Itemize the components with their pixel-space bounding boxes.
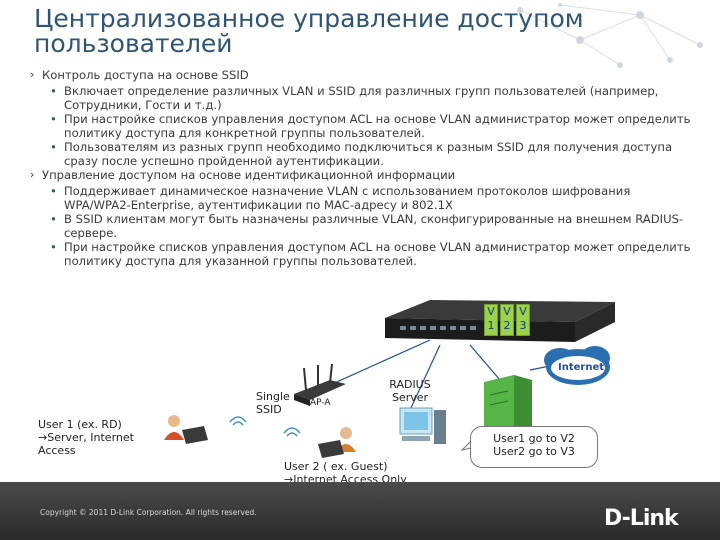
- server-icon: [484, 375, 532, 440]
- bullet-dot-icon: •: [50, 84, 57, 98]
- mapping-label: User1 go to V2 User2 go to V3: [493, 432, 575, 458]
- bullet-text: Включает определение различных VLAN и SS…: [64, 84, 659, 112]
- user-2-icon: [318, 427, 356, 458]
- section-ssid: › Контроль доступа на основе SSID: [30, 68, 700, 82]
- bullet-text: При настройке списков управления доступо…: [64, 240, 691, 268]
- bullet-text: Пользователям из разных групп необходимо…: [64, 140, 673, 168]
- footer-bar: [0, 482, 720, 540]
- radius-label: RADIUS Server: [389, 378, 431, 404]
- vlan-number: 1: [487, 319, 495, 332]
- vlan-letter: V: [503, 305, 511, 318]
- bullet-dot-icon: •: [50, 112, 57, 126]
- bullet-dot-icon: •: [50, 140, 57, 154]
- vlan-box-2: V 2: [500, 304, 514, 336]
- bullet-text: В SSID клиентам могут быть назначены раз…: [64, 212, 684, 240]
- ssid-label: Single SSID: [256, 390, 290, 416]
- vlan-box-1: V 1: [484, 304, 498, 336]
- mapping-bubble: [470, 426, 598, 468]
- decorative-network-pattern: [517, 3, 703, 68]
- vlan-letter: V: [519, 305, 527, 318]
- bullet-item: • Поддерживает динамическое назначение VL…: [30, 184, 700, 212]
- vlan-letter: V: [487, 305, 495, 318]
- dlink-logo: D-Link: [604, 506, 679, 531]
- user1-label: User 1 (ex. RD) →Server, Internet Access: [38, 418, 134, 457]
- access-point-icon: [294, 363, 346, 406]
- chevron-right-icon: ›: [30, 168, 35, 181]
- chevron-right-icon: ›: [30, 68, 35, 81]
- bullet-item: • Включает определение различных VLAN и S…: [30, 84, 700, 112]
- bullet-item: • Пользователям из разных групп необходим…: [30, 140, 700, 168]
- radius-server-icon: [399, 407, 446, 444]
- bullet-item: • В SSID клиентам могут быть назначены ра…: [30, 212, 700, 240]
- section-label: Контроль доступа на основе SSID: [42, 68, 249, 82]
- wifi-signal-icon: [229, 416, 301, 437]
- internet-label: Internet: [558, 362, 605, 373]
- bullet-dot-icon: •: [50, 212, 57, 226]
- page-title: Централизованное управление доступом пол…: [34, 4, 584, 58]
- section-label: Управление доступом на основе идентифика…: [42, 168, 456, 182]
- bullet-item: • При настройке списков управления доступ…: [30, 112, 700, 140]
- section-identity: › Управление доступом на основе идентифи…: [30, 168, 700, 182]
- bullet-text: Поддерживает динамическое назначение VLA…: [64, 184, 631, 212]
- bullet-dot-icon: •: [50, 240, 57, 254]
- vlan-number: 2: [503, 319, 511, 332]
- logo-text: D-Link: [604, 506, 679, 531]
- bullet-item: • При настройке списков управления доступ…: [30, 240, 700, 268]
- vlan-number: 3: [519, 319, 527, 332]
- bullet-dot-icon: •: [50, 184, 57, 198]
- content-list: › Контроль доступа на основе SSID • Включ…: [30, 68, 700, 268]
- bullet-text: При настройке списков управления доступо…: [64, 112, 691, 140]
- internet-cloud-icon: [544, 346, 610, 385]
- ap-label: AP-A: [310, 398, 331, 408]
- copyright-text: Copyright © 2011 D-Link Corporation. All…: [40, 508, 257, 517]
- vlan-box-3: V 3: [516, 304, 530, 336]
- user-1-icon: [164, 415, 208, 444]
